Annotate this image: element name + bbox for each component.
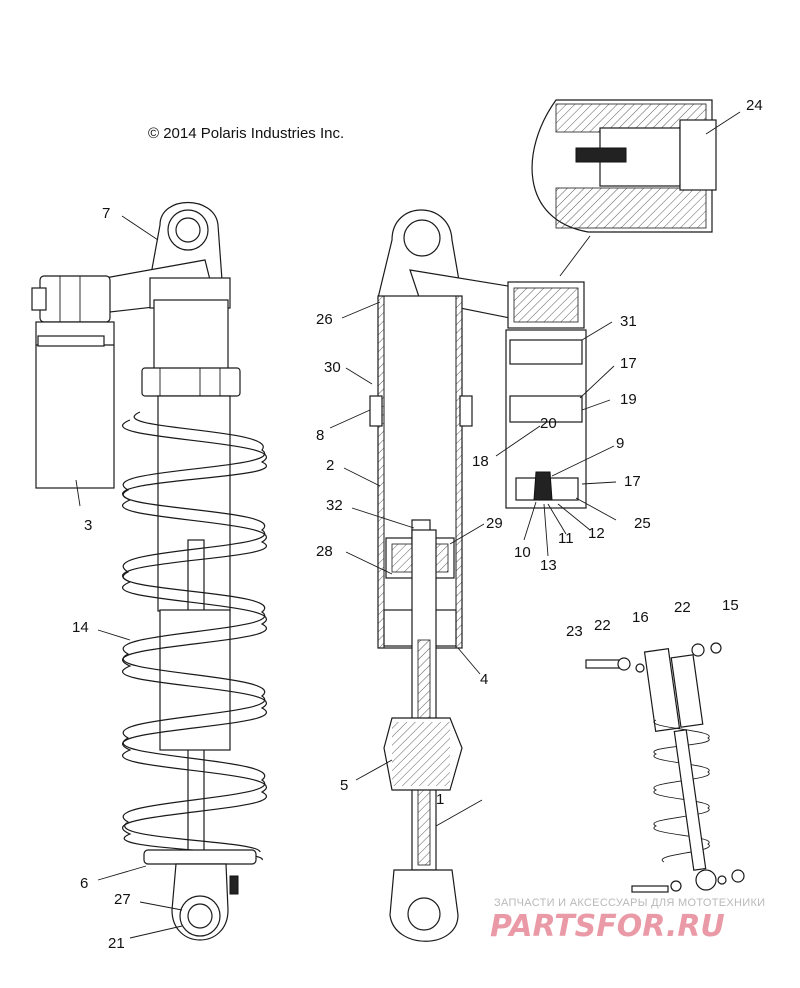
callout-label: 6 — [80, 875, 88, 892]
callout-label: 27 — [114, 891, 131, 908]
callout-label: 22 — [594, 617, 611, 634]
left-shock-assembly — [31, 202, 267, 941]
callout-label: 32 — [326, 497, 343, 514]
callout-label: 8 — [316, 427, 324, 444]
callout-label: 31 — [620, 313, 637, 330]
coil-spring — [122, 411, 267, 861]
callout-label: 19 — [620, 391, 637, 408]
callout-label: 23 — [566, 623, 583, 640]
callout-label: 16 — [632, 609, 649, 626]
watermark-caption: ЗАПЧАСТИ И АКСЕССУАРЫ ДЛЯ МОТОТЕХНИКИ — [494, 897, 765, 909]
callout-label: 11 — [558, 530, 574, 547]
watermark-logo: PARTSFOR.RU — [490, 909, 725, 944]
callout-label: 25 — [634, 515, 651, 532]
callout-label: 5 — [340, 777, 348, 794]
watermark: ЗАПЧАСТИ И АКСЕССУАРЫ ДЛЯ МОТОТЕХНИКИ PA… — [490, 897, 765, 944]
callout-label: 22 — [674, 599, 691, 616]
callout-label: 28 — [316, 543, 333, 560]
callout-label: 21 — [108, 935, 125, 952]
callout-label: 13 — [540, 557, 557, 574]
copyright-text: © 2014 Polaris Industries Inc. — [148, 125, 344, 142]
callout-label: 24 — [746, 97, 763, 114]
part-callouts: 1 2 3 4 5 6 7 8 9 10 11 12 13 14 15 16 1… — [72, 97, 763, 952]
callout-label: 18 — [472, 453, 489, 470]
detail-inset — [531, 99, 717, 277]
callout-label: 4 — [480, 671, 488, 688]
callout-label: 20 — [540, 415, 557, 432]
callout-label: 17 — [620, 355, 637, 372]
reservoir-section — [505, 281, 587, 509]
callout-label: 1 — [436, 791, 444, 808]
callout-label: 15 — [722, 597, 739, 614]
callout-label: 3 — [84, 517, 92, 534]
leader-lines — [75, 111, 741, 939]
small-shock-view — [585, 642, 745, 893]
center-shock-section — [369, 209, 521, 942]
callout-label: 7 — [102, 205, 110, 222]
callout-label: 10 — [514, 544, 531, 561]
callout-label: 30 — [324, 359, 341, 376]
callout-label: 14 — [72, 619, 89, 636]
callout-label: 17 — [624, 473, 641, 490]
callout-label: 29 — [486, 515, 503, 532]
callout-label: 2 — [326, 457, 334, 474]
callout-label: 26 — [316, 311, 333, 328]
callout-label: 9 — [616, 435, 624, 452]
callout-label: 12 — [588, 525, 605, 542]
